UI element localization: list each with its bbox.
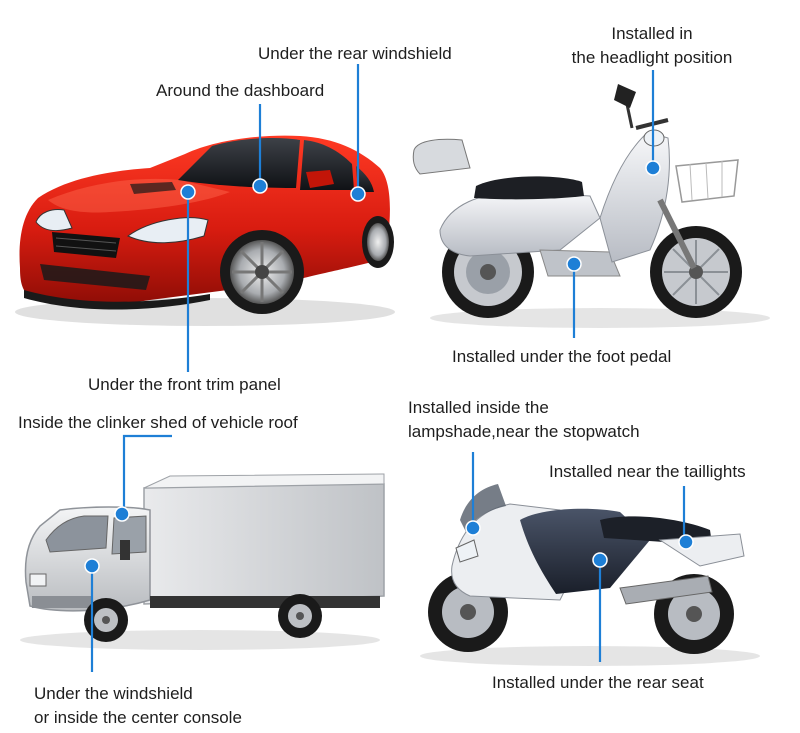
marker-windshield bbox=[84, 558, 100, 574]
marker-headlight bbox=[645, 160, 661, 176]
marker-lampshade bbox=[465, 520, 481, 536]
marker-front-trim bbox=[180, 184, 196, 200]
label-roof-shed: Inside the clinker shed of vehicle roof bbox=[18, 413, 298, 432]
label-headlight-position: Installed in the headlight position bbox=[552, 22, 752, 70]
leader-lines bbox=[90, 64, 686, 672]
label-rear-seat: Installed under the rear seat bbox=[492, 673, 704, 692]
marker-roof-shed bbox=[114, 506, 130, 522]
box-truck-illustration bbox=[20, 473, 385, 650]
label-foot-pedal: Installed under the foot pedal bbox=[452, 347, 672, 366]
sedan-car-illustration bbox=[15, 135, 395, 326]
label-windshield: Under the windshield or inside the cente… bbox=[34, 682, 242, 730]
label-lampshade: Installed inside the lampshade,near the … bbox=[408, 396, 640, 444]
label-rear-windshield: Under the rear windshield bbox=[258, 44, 452, 63]
marker-foot-pedal bbox=[566, 256, 582, 272]
label-headlight-line1: Installed in bbox=[611, 24, 693, 43]
marker-dashboard bbox=[252, 178, 268, 194]
label-taillights: Installed near the taillights bbox=[549, 462, 746, 481]
label-windshield-line1: Under the windshield bbox=[34, 684, 193, 703]
leader-roof-shed bbox=[122, 434, 172, 514]
electric-scooter-illustration bbox=[412, 84, 770, 328]
label-dashboard: Around the dashboard bbox=[156, 81, 325, 100]
sport-motorcycle-illustration bbox=[420, 484, 760, 666]
marker-rear-windshield bbox=[350, 186, 366, 202]
label-lampshade-line1: Installed inside the bbox=[408, 398, 549, 417]
install-point-markers bbox=[84, 160, 694, 574]
marker-rear-seat bbox=[592, 552, 608, 568]
label-windshield-line2: or inside the center console bbox=[34, 708, 242, 727]
label-headlight-line2: the headlight position bbox=[571, 48, 733, 67]
label-lampshade-line2: lampshade,near the stopwatch bbox=[408, 422, 640, 441]
marker-taillights bbox=[678, 534, 694, 550]
label-front-trim: Under the front trim panel bbox=[88, 375, 281, 394]
